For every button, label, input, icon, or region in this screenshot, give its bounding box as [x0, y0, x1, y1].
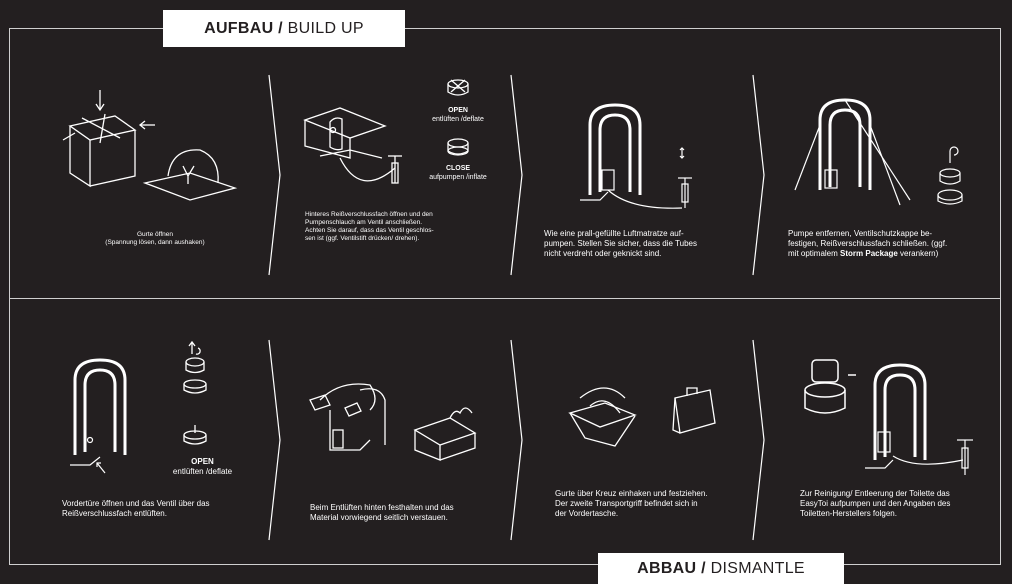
build-step-3-text: Wie eine prall-gefüllte Luftmatratze auf… [544, 229, 744, 259]
build-step-1-text: Gurte öffnen (Spannung lösen, dann ausha… [60, 231, 250, 247]
pump-connect-illustration [300, 98, 420, 208]
step-separator [268, 75, 282, 275]
step-separator [510, 75, 524, 275]
folding-illustration [300, 370, 500, 470]
section-divider [9, 298, 1001, 299]
dismantle-step-1-text: Vordertüre öffnen und das Ventil über da… [62, 499, 262, 519]
build-step-2-text: Hinteres Reißverschlussfach öffnen und d… [305, 211, 505, 243]
step-separator [268, 340, 282, 540]
dismantle-heading: ABBAU / DISMANTLE [598, 553, 844, 584]
dismantle-step-4-text: Zur Reinigung/ Entleerung der Toilette d… [800, 489, 1000, 519]
valve-open-icon [180, 425, 210, 453]
valve-open-icon [180, 340, 210, 400]
dismantle-step-3-text: Gurte über Kreuz einhaken und festziehen… [555, 489, 755, 519]
valve-open-icon [443, 78, 473, 106]
dismantle-step-2-text: Beim Entlüften hinten festhalten und das… [310, 503, 510, 523]
step-separator [510, 340, 524, 540]
toilet-illustration [800, 355, 860, 425]
valve-close-icon [443, 137, 473, 163]
packed-box-illustration [60, 88, 260, 203]
tent-with-pump-illustration [855, 360, 985, 480]
step-separator [752, 75, 766, 275]
packing-illustration [565, 378, 735, 458]
inflated-tent-illustration [570, 100, 700, 215]
anchored-tent-illustration [790, 95, 990, 215]
build-up-heading: AUFBAU / BUILD UP [163, 10, 405, 47]
build-step-4-text: Pumpe entfernen, Ventilschutzkappe be- f… [788, 229, 993, 259]
